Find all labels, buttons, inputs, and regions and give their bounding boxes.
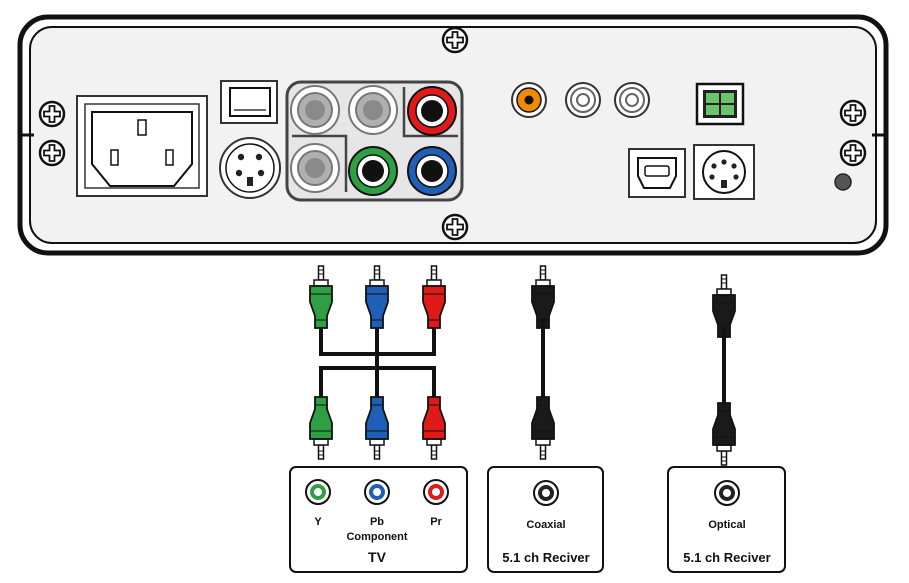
rca-plug-icon bbox=[310, 397, 332, 459]
power-socket-icon bbox=[77, 96, 207, 196]
screw-icon bbox=[443, 215, 467, 239]
rca-jack-icon bbox=[424, 480, 448, 504]
tv-label: TV bbox=[368, 549, 387, 565]
pr-label: Pr bbox=[430, 516, 442, 528]
rca-jack-icon bbox=[615, 83, 649, 117]
rca-plug-icon bbox=[423, 397, 445, 459]
rca-jack-icon bbox=[349, 86, 397, 134]
rca-plug-icon bbox=[310, 266, 332, 328]
rca-jack-icon bbox=[349, 147, 397, 195]
coaxial-port-icon bbox=[534, 481, 558, 505]
usb-b-port-icon bbox=[629, 149, 685, 197]
rca-plug-icon bbox=[366, 266, 388, 328]
component-label: Component bbox=[346, 531, 407, 543]
optical-receiver-label: 5.1 ch Reciver bbox=[683, 550, 770, 565]
rca-jack-icon bbox=[408, 87, 456, 135]
rca-plug-icon bbox=[713, 403, 735, 465]
y-label: Y bbox=[314, 516, 322, 528]
rca-plug-icon bbox=[366, 397, 388, 459]
s-video-port-icon bbox=[220, 138, 280, 198]
led-indicator-icon bbox=[835, 174, 851, 190]
coaxial-port-icon bbox=[512, 83, 546, 117]
screw-icon bbox=[443, 28, 467, 52]
screw-icon bbox=[841, 101, 865, 125]
rca-jack-icon bbox=[306, 480, 330, 504]
coaxial-receiver-label: 5.1 ch Reciver bbox=[502, 550, 589, 565]
coaxial-label: Coaxial bbox=[526, 519, 565, 531]
pb-label: Pb bbox=[370, 516, 384, 528]
rca-jack-icon bbox=[566, 83, 600, 117]
optical-label: Optical bbox=[708, 519, 745, 531]
mini-din-port-icon bbox=[694, 145, 754, 199]
rca-jack-icon bbox=[291, 144, 339, 192]
rca-plug-icon bbox=[532, 397, 554, 459]
rca-jack-icon bbox=[365, 480, 389, 504]
optical-port-icon bbox=[715, 481, 739, 505]
power-switch-icon bbox=[221, 81, 277, 123]
optical-port-icon bbox=[697, 84, 743, 124]
screw-icon bbox=[40, 102, 64, 126]
screw-icon bbox=[40, 141, 64, 165]
rca-plug-icon bbox=[423, 266, 445, 328]
rca-jack-icon bbox=[291, 86, 339, 134]
rca-jack-icon bbox=[408, 147, 456, 195]
component-cable bbox=[321, 318, 434, 397]
screw-icon bbox=[841, 141, 865, 165]
